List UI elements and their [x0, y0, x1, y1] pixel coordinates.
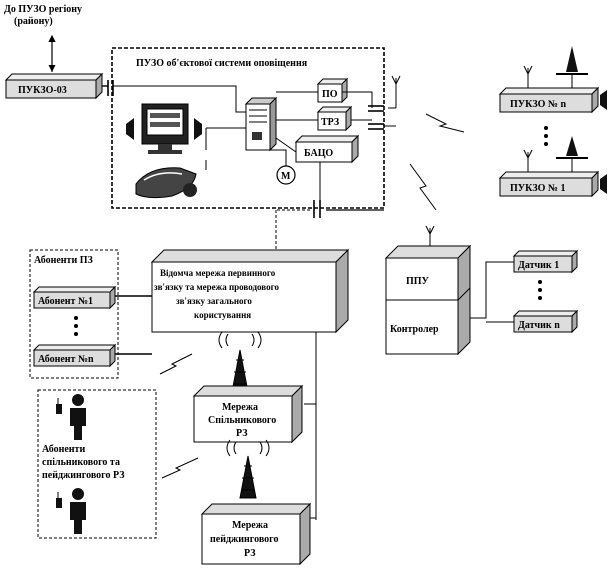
ppu-controller-box: ППУ Контролер — [384, 244, 472, 356]
right-terminals — [368, 105, 384, 130]
sensor-wiring — [470, 261, 514, 323]
ppu-label: ППУ — [406, 276, 430, 287]
network-box: Відомча мережа первинного зв'язку та мер… — [150, 248, 350, 334]
sensor-1-box: Датчик 1 — [512, 249, 579, 274]
pukzo-n-antenna — [523, 46, 588, 88]
network-line1: Відомча мережа первинного — [160, 268, 276, 278]
network-line4: користування — [194, 310, 251, 320]
person-icon-2 — [70, 488, 86, 534]
pukzo-dots — [544, 126, 548, 146]
paging-line1: Мережа — [232, 520, 268, 531]
subscribers-group — [29, 249, 119, 379]
radio-phone-icon-2 — [56, 492, 62, 508]
pukzo-n-label: ПУКЗО № n — [510, 99, 566, 110]
pukzo-1-label: ПУКЗО № 1 — [510, 183, 565, 194]
subscriber-1-label: Абонент №1 — [38, 296, 93, 307]
sensor-n-label: Датчик n — [518, 320, 560, 331]
pukzo-1-antenna — [523, 136, 588, 172]
paging-line2: пейджингового — [210, 534, 278, 545]
sensor-dots — [538, 280, 542, 300]
po-label: ПО — [322, 89, 338, 100]
trunk-line2: Спільникового — [208, 415, 276, 426]
system-container — [111, 47, 385, 209]
radio-phone-icon — [56, 398, 62, 414]
motor-icon: М — [276, 165, 296, 185]
sensor-n-box: Датчик n — [512, 309, 579, 334]
system-title: ПУЗО об'єктової системи оповіщення — [136, 58, 308, 69]
motor-label: М — [281, 171, 291, 182]
trz-box: ТРЗ — [316, 105, 353, 132]
paging-network-box: Мережа пейджингового РЗ — [200, 502, 312, 566]
lightning-icon — [159, 113, 465, 479]
network-line3: зв'язку загального — [176, 296, 252, 306]
ppu-antenna — [425, 225, 435, 246]
mobile-subscribers-group — [37, 389, 157, 539]
printer-icon — [135, 167, 197, 199]
subscriber-1-box: Абонент №1 — [32, 285, 117, 310]
network-line2: зв'язку та мережа проводового — [154, 282, 279, 292]
batso-box: БАЦО — [294, 134, 360, 164]
paging-line3: РЗ — [244, 548, 256, 559]
controller-label: Контролер — [390, 324, 439, 335]
label-to-regional-center: До ПУЗО регіону — [4, 4, 82, 15]
person-icon — [70, 394, 86, 440]
pukzo-1-box: ПУКЗО № 1 — [498, 170, 600, 198]
pukzo03-label: ПУКЗО-03 — [18, 85, 67, 96]
pukzo-1-speaker — [600, 174, 607, 194]
antenna-tower-icon-2 — [226, 439, 270, 499]
pukzo-n-speaker — [600, 90, 607, 110]
po-box: ПО — [316, 77, 349, 104]
sensor-1-label: Датчик 1 — [518, 260, 559, 271]
trunk-line3: РЗ — [236, 428, 248, 439]
batso-label: БАЦО — [304, 148, 333, 159]
label-to-regional-center-2: (району) — [14, 16, 53, 27]
antenna-tower-icon — [218, 331, 262, 393]
mobile-line1: Абоненти — [42, 444, 85, 455]
mobile-line2: спільникового та — [42, 457, 120, 468]
server-icon — [244, 96, 278, 152]
trunk-network-box: Мережа Спільникового РЗ — [192, 384, 304, 444]
antenna-system — [384, 75, 401, 127]
trunk-line1: Мережа — [222, 402, 258, 413]
computer-icon — [141, 103, 189, 154]
subscriber-n-label: Абонент №n — [38, 354, 94, 365]
pukzo-n-box: ПУКЗО № n — [498, 86, 600, 114]
bottom-terminal — [313, 200, 321, 218]
trz-label: ТРЗ — [321, 117, 339, 128]
subscribers-title: Абоненти ПЗ — [34, 255, 93, 266]
mobile-line3: пейджингового РЗ — [42, 470, 124, 481]
subscriber-n-box: Абонент №n — [32, 343, 117, 368]
subscriber-dots — [74, 316, 78, 336]
pukzo03-box: ПУКЗО-03 — [4, 72, 104, 100]
internal-wiring — [113, 85, 373, 206]
speaker-icon — [126, 118, 202, 140]
